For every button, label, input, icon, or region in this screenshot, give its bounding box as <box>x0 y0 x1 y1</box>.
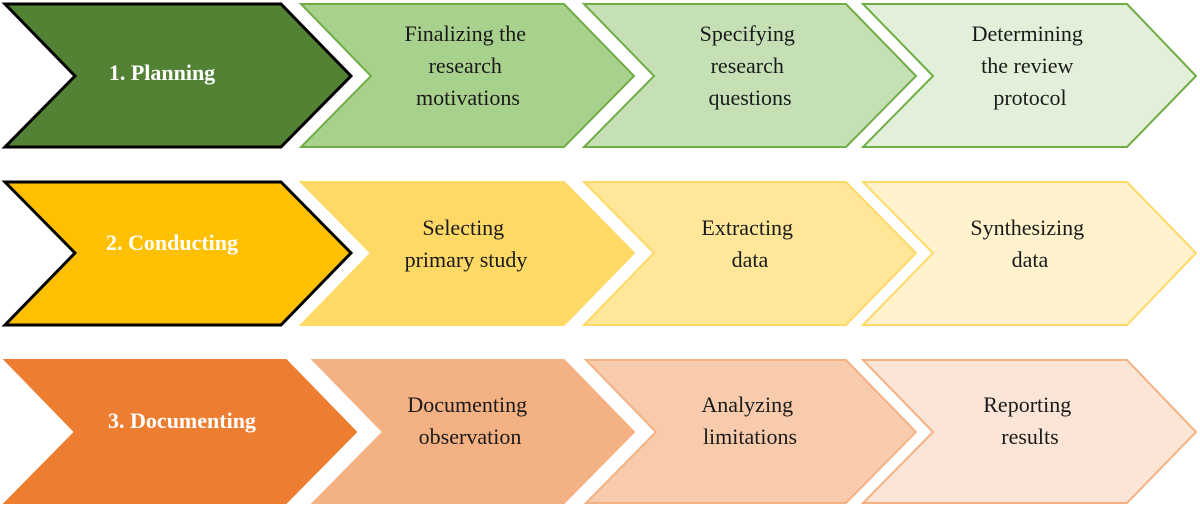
phase-chevron-planning <box>1 2 354 149</box>
row-documenting: 3. Documenting Documenting observation A… <box>2 359 1198 504</box>
step-label-review-protocol: Determining the review protocol <box>972 21 1089 110</box>
step-label-reporting-results: Reporting results <box>983 392 1077 449</box>
step-chevron-documenting-observation <box>310 359 636 504</box>
step-label-synthesizing-data: Synthesizing data <box>970 215 1089 272</box>
step-chevron-reporting-results <box>860 359 1198 504</box>
step-chevron-extracting-data <box>581 181 918 326</box>
step-chevron-analyzing-limitations <box>583 359 918 504</box>
phase-label-planning: 1. Planning <box>109 60 215 85</box>
phase-label-conducting: 2. Conducting <box>106 230 238 255</box>
step-label-documenting-observation: Documenting observation <box>407 392 532 449</box>
phase-chevron-conducting <box>1 180 354 327</box>
row-conducting: 2. Conducting Selecting primary study Ex… <box>1 180 1198 327</box>
step-label-finalizing-motivations: Finalizing the research motivations <box>404 21 531 110</box>
step-label-selecting-study: Selecting primary study <box>405 215 528 272</box>
phase-chevron-documenting <box>2 359 358 504</box>
step-label-extracting-data: Extracting data <box>701 215 798 272</box>
step-chevron-specifying-questions <box>581 3 918 148</box>
phase-label-documenting: 3. Documenting <box>108 408 256 433</box>
step-label-analyzing-limitations: Analyzing limitations <box>701 392 798 449</box>
step-chevron-synthesizing-data <box>860 181 1198 326</box>
step-chevron-review-protocol <box>860 3 1198 148</box>
step-label-specifying-questions: Specifying research questions <box>700 21 801 110</box>
step-chevron-selecting-study <box>298 181 636 326</box>
row-planning: 1. Planning Finalizing the research moti… <box>1 2 1198 149</box>
step-chevron-finalizing-motivations <box>298 3 636 148</box>
